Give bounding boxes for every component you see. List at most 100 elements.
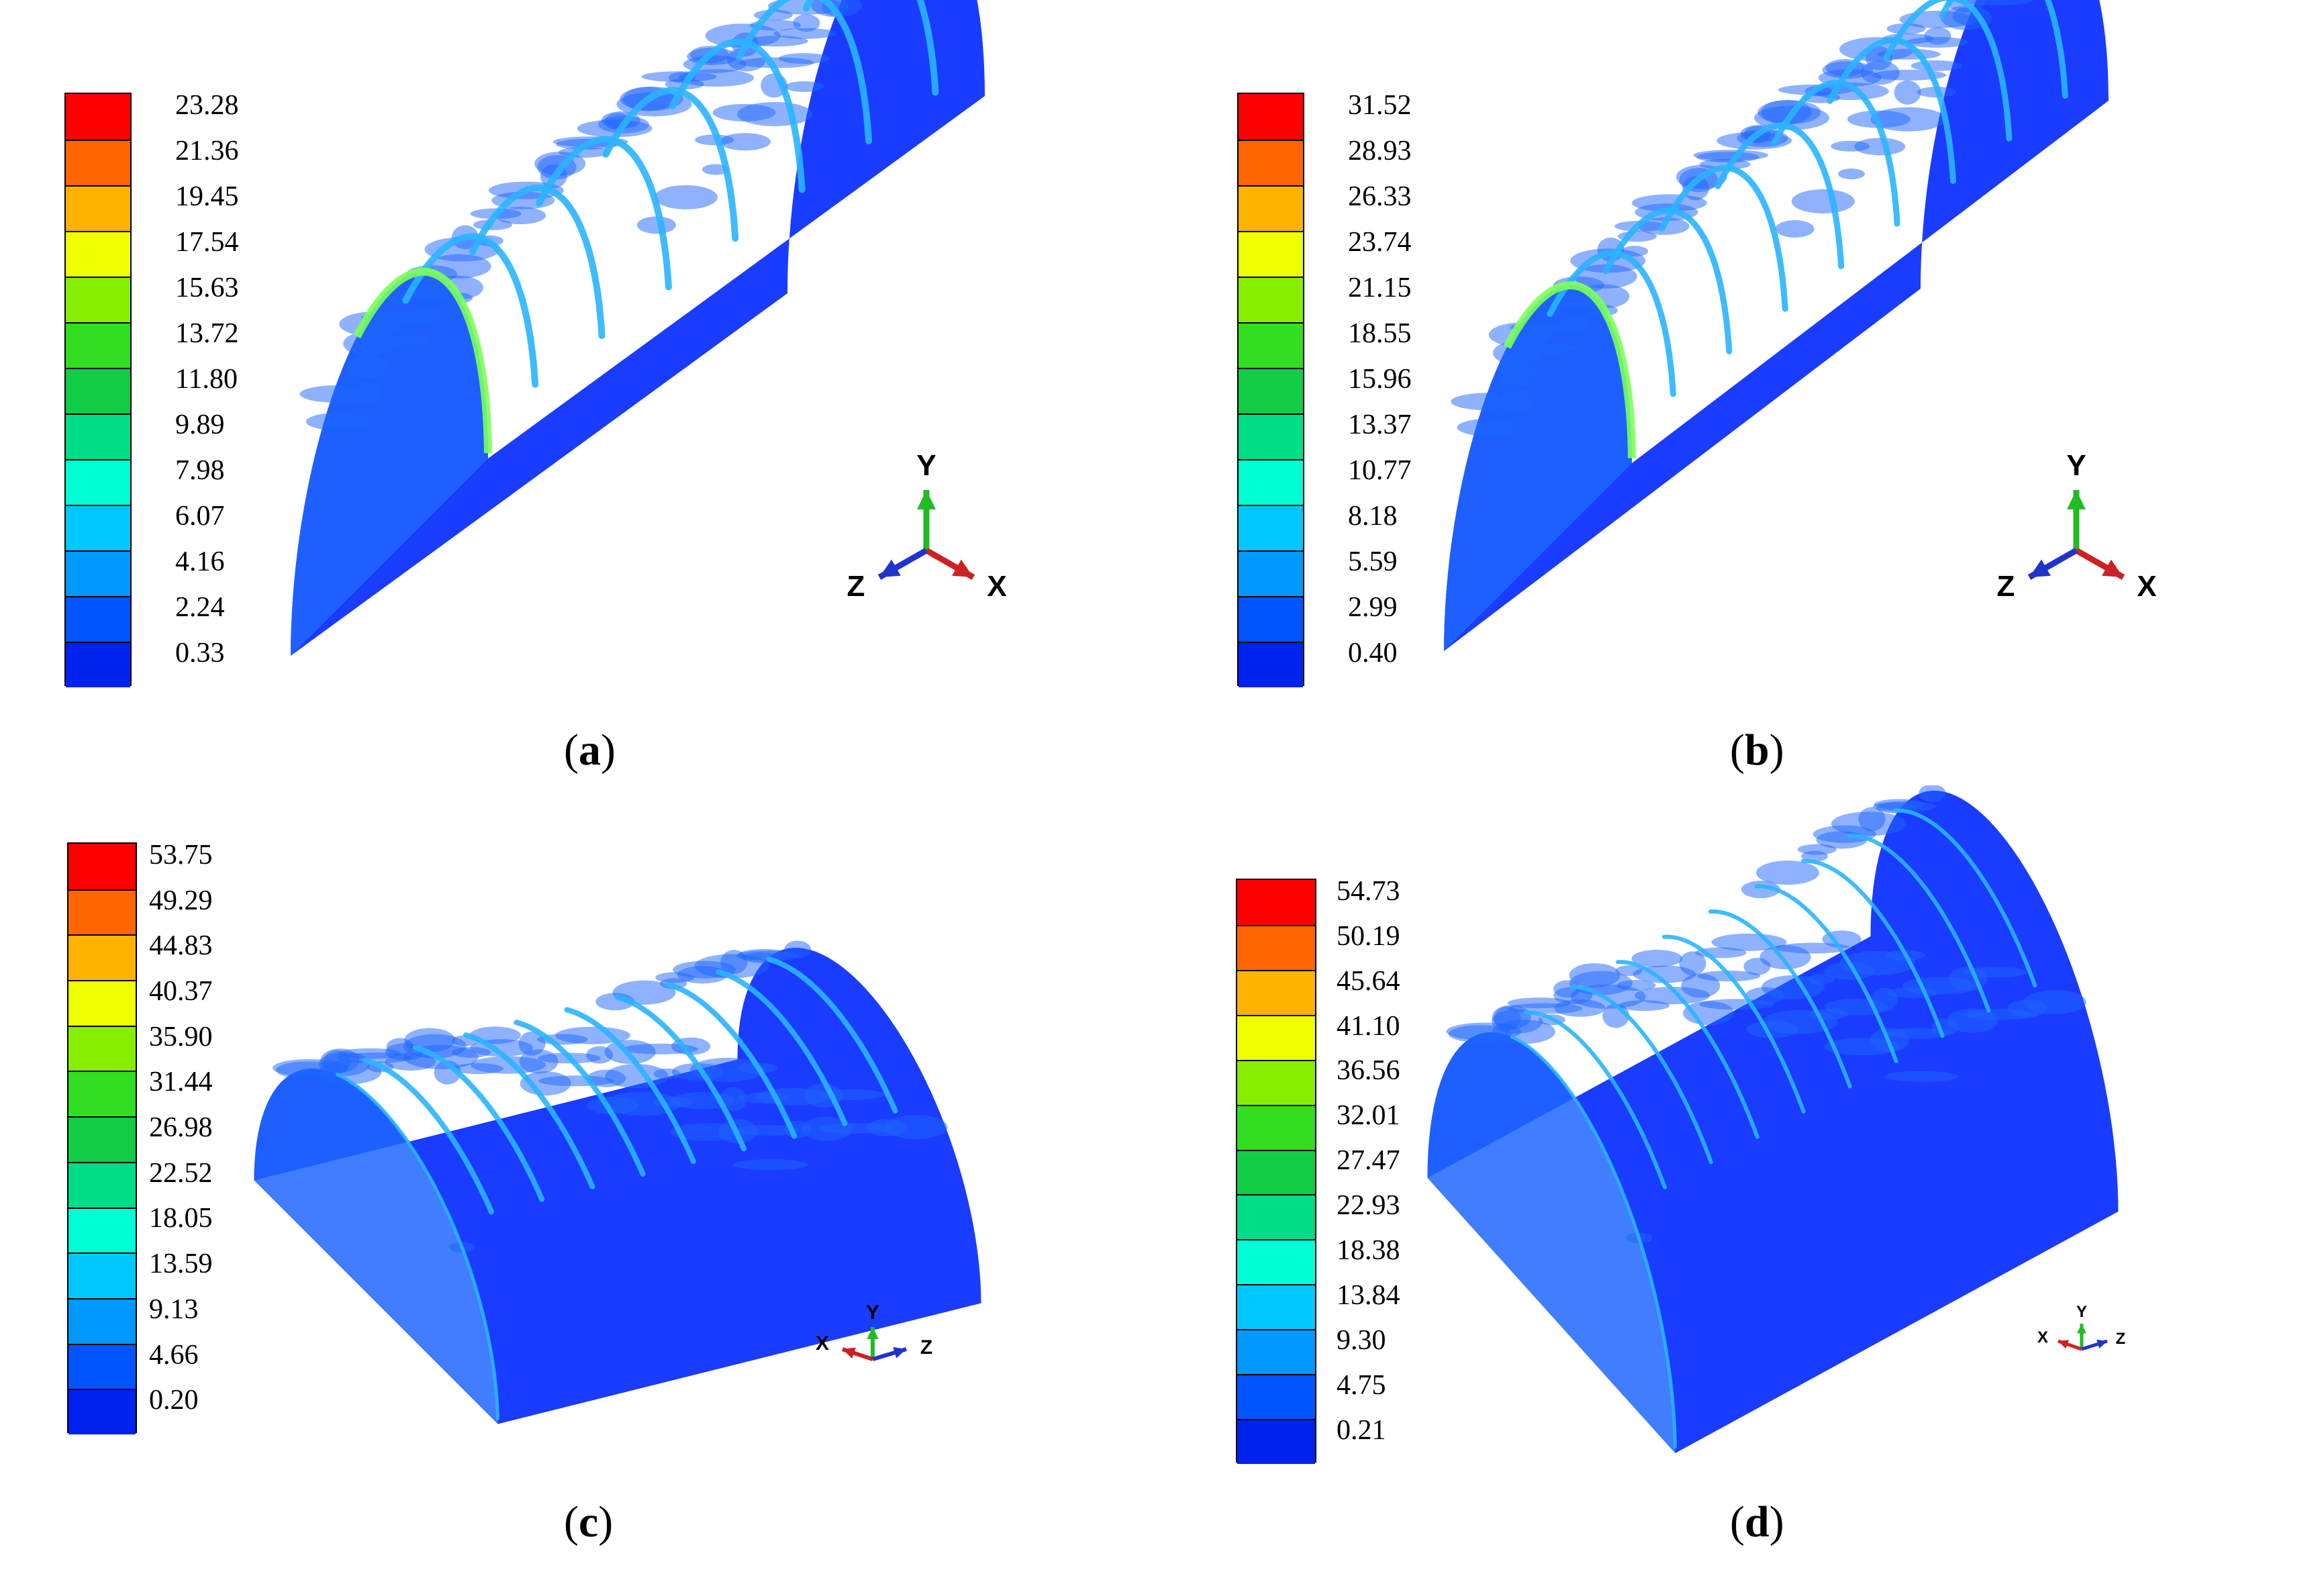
surface-patch	[318, 1060, 382, 1085]
model-d	[1427, 785, 2119, 1453]
model-c	[254, 940, 981, 1424]
legend-cell	[1239, 459, 1303, 505]
legend-value: 0.33	[175, 638, 225, 669]
legend-value: 5.59	[1348, 546, 1398, 578]
legend-cell	[66, 368, 130, 413]
surface-patch	[1635, 987, 1710, 1005]
surface-patch	[1741, 881, 1780, 899]
surface-patch	[1797, 844, 1837, 855]
surface-patch	[1884, 1071, 1959, 1082]
axis-arrowhead	[2077, 1324, 2086, 1334]
model-rib	[514, 1020, 646, 1177]
model-rib	[1547, 250, 1676, 397]
surface-patch	[1775, 219, 1814, 238]
legend-cell	[1237, 880, 1315, 925]
legend-cell	[1239, 231, 1303, 277]
legend-value: 19.45	[175, 181, 239, 213]
surface-patch	[1919, 785, 1946, 802]
legend-value: 21.15	[1348, 273, 1412, 304]
caption-d: (d)	[1730, 1498, 1784, 1547]
legend-cell	[68, 934, 136, 981]
surface-patch	[1756, 861, 1820, 885]
axis-label: Y	[2076, 1303, 2087, 1321]
surface-patch	[1618, 1000, 1670, 1012]
model-b	[1444, 0, 2109, 651]
model-rib	[1800, 858, 1945, 1038]
axis-arrowhead	[2096, 1339, 2107, 1348]
model-rib	[614, 994, 746, 1152]
surface-patch	[1910, 60, 1962, 71]
surface-patch	[348, 355, 387, 380]
axis-arrowhead	[2058, 1340, 2069, 1349]
legend-value: 4.16	[175, 546, 225, 578]
legend-bar-a	[64, 93, 132, 687]
model-edge	[1503, 281, 1636, 458]
surface-patch	[701, 164, 729, 175]
legend-value: 13.59	[149, 1248, 213, 1280]
legend-cell	[66, 94, 130, 140]
surface-patch	[1791, 189, 1855, 214]
legend-value: 7.98	[175, 455, 225, 487]
legend-value: 11.80	[175, 364, 238, 395]
legend-cell	[68, 1389, 136, 1434]
surface-patch	[1488, 322, 1552, 347]
axis-arrowhead	[952, 559, 973, 577]
axis-label: X	[2037, 1328, 2048, 1346]
legend-cell	[66, 413, 130, 459]
legend-value: 54.73	[1337, 875, 1400, 907]
model-rib	[1771, 79, 1900, 227]
legend-cell	[1239, 140, 1303, 185]
legend-cell	[68, 844, 136, 889]
legend-value: 17.54	[175, 227, 239, 258]
legend-bar-c	[67, 842, 137, 1434]
legend-value: 2.24	[175, 592, 225, 624]
legend-cell	[1239, 368, 1303, 413]
model-edge	[335, 1072, 499, 1420]
model-end-face	[1427, 1032, 1676, 1453]
model-rib	[402, 233, 539, 388]
legend-value: 41.10	[1337, 1010, 1400, 1042]
model-rib	[1659, 164, 1788, 312]
axis-arrowhead	[2029, 559, 2051, 577]
surface-patch	[712, 103, 776, 121]
legend-cell	[1237, 1149, 1315, 1195]
model-rib	[1827, 37, 1957, 185]
legend-value: 45.64	[1337, 965, 1400, 997]
legend-value: 6.07	[175, 501, 225, 532]
model-rib	[362, 1057, 494, 1215]
legend-cell	[66, 642, 130, 687]
legend-value: 13.84	[1337, 1280, 1400, 1312]
model-rib	[1602, 207, 1733, 354]
legend-cell	[1239, 596, 1303, 642]
axis-triad-a: YXZ	[847, 450, 1007, 603]
legend-value: 0.40	[1348, 638, 1398, 669]
surface-patch	[1451, 393, 1527, 411]
legend-value: 22.52	[149, 1157, 213, 1189]
legend-value: 0.21	[1337, 1414, 1386, 1446]
legend-cell	[1239, 185, 1303, 231]
model-a	[291, 0, 985, 656]
surface-patch	[343, 331, 395, 356]
axis-arrowhead	[2067, 490, 2086, 509]
caption-c: (c)	[564, 1498, 614, 1547]
model-body	[254, 948, 981, 1424]
legend-cell	[1239, 94, 1303, 140]
surface-patch	[695, 134, 734, 146]
legend-cell	[1237, 1104, 1315, 1150]
surface-patch	[452, 1063, 503, 1075]
model-rib	[564, 1007, 696, 1165]
surface-patch	[385, 1053, 436, 1071]
model-rib	[412, 1044, 545, 1202]
surface-patch	[1457, 418, 1520, 436]
model-rib	[1893, 808, 2037, 987]
legend-value: 21.36	[175, 136, 239, 167]
legend-cell	[66, 550, 130, 596]
axis-arrowhead	[879, 559, 901, 577]
legend-cell	[66, 140, 130, 185]
legend-cell	[1237, 1059, 1315, 1105]
legend-value: 4.75	[1337, 1369, 1386, 1401]
